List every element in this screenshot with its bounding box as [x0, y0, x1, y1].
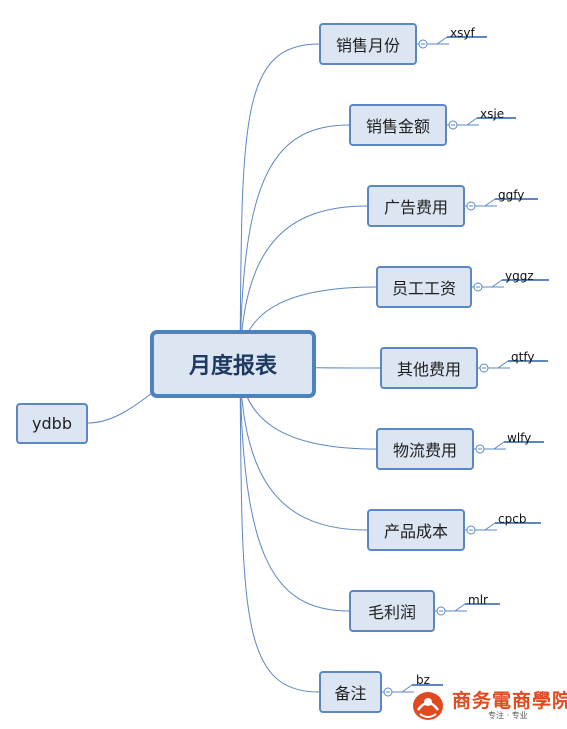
topic-mlr[interactable]: 毛利润 — [349, 590, 435, 632]
topic-yggz[interactable]: 员工工资 — [376, 266, 472, 308]
left-topic-label: ydbb — [32, 414, 72, 433]
topic-label: 毛利润 — [367, 603, 416, 622]
brand-logo: 商务電商學院 专注 · 专业 — [410, 684, 567, 724]
connector-line — [239, 363, 368, 531]
topic-bz[interactable]: 备注 — [319, 671, 382, 713]
subtopic-code[interactable]: wlfy — [507, 431, 532, 445]
topic-xsje[interactable]: 销售金额 — [349, 104, 447, 146]
connector-line — [491, 279, 503, 288]
logo-subtitle: 专注 · 专业 — [488, 711, 528, 720]
connector-line — [239, 205, 368, 365]
subtopic-code[interactable]: qtfy — [511, 350, 535, 364]
subtopic-code[interactable]: yggz — [505, 269, 534, 283]
central-topic[interactable]: 月度报表 — [150, 330, 316, 398]
topic-label: 广告费用 — [383, 198, 448, 217]
connector-line — [401, 684, 413, 693]
subtopic-code[interactable]: ggfy — [498, 188, 525, 202]
left-topic[interactable]: ydbb — [16, 403, 88, 444]
logo-title: 商务電商學院 — [452, 690, 567, 712]
central-topic-label: 月度报表 — [188, 354, 277, 379]
connector-line — [497, 360, 509, 369]
topic-label: 销售金额 — [365, 117, 430, 136]
subtopic-code[interactable]: xsje — [480, 107, 505, 121]
topic-ggfy[interactable]: 广告费用 — [367, 185, 465, 227]
topic-label: 其他费用 — [396, 360, 461, 379]
connector-line — [239, 363, 320, 693]
topic-label: 产品成本 — [383, 522, 448, 541]
connector-line — [239, 363, 350, 612]
connector-line — [484, 198, 496, 207]
topic-wlfy[interactable]: 物流费用 — [376, 428, 474, 470]
topic-label: 员工工资 — [391, 279, 456, 298]
subtopic-code[interactable]: bz — [416, 673, 430, 687]
topic-label: 备注 — [334, 684, 367, 703]
topic-cpcb[interactable]: 产品成本 — [367, 509, 465, 551]
connector-line — [436, 36, 448, 45]
connector-line — [484, 522, 496, 531]
connector-line — [239, 124, 350, 365]
topic-label: 物流费用 — [392, 441, 457, 460]
connector-line — [239, 43, 320, 365]
topic-label: 销售月份 — [335, 36, 400, 55]
connector-line — [454, 603, 466, 612]
connector-line — [466, 117, 478, 126]
logo-mark-icon — [413, 692, 443, 720]
connector-line — [87, 392, 153, 424]
topic-xsyf[interactable]: 销售月份 — [319, 23, 417, 65]
subtopic-code[interactable]: mlr — [468, 593, 488, 607]
subtopic-code[interactable]: xsyf — [450, 26, 475, 40]
subtopic-code[interactable]: cpcb — [498, 512, 527, 526]
topic-qtfy[interactable]: 其他费用 — [380, 347, 478, 389]
connector-line — [493, 441, 505, 450]
